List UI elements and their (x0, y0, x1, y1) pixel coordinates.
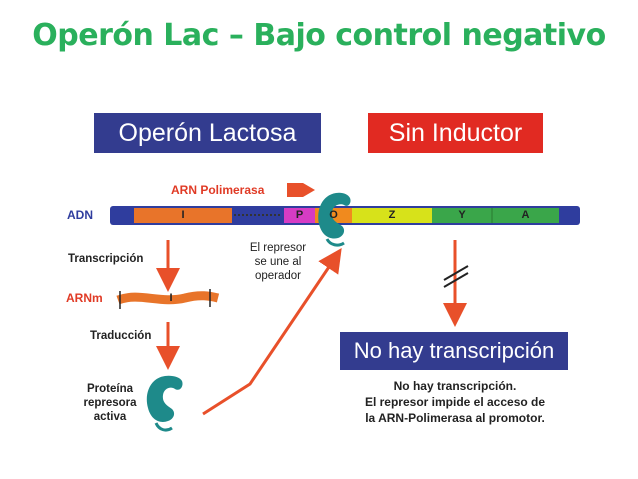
dna-strand (110, 206, 580, 225)
polymerase-label: ARN Polimerasa (171, 183, 265, 197)
gene-label-p: P (295, 209, 304, 221)
mrna-label: ARNm (66, 291, 103, 305)
no-transcription-box: No hay transcripción (340, 332, 568, 370)
gene-y-segment (432, 208, 492, 223)
repressor-bound-icon (318, 192, 351, 247)
dna-label: ADN (67, 208, 93, 222)
promoter-segment (284, 208, 315, 223)
gene-label-z: Z (388, 209, 396, 221)
mrna-strand (116, 289, 220, 309)
result-explanation: No hay transcripción. El represor impide… (364, 379, 546, 425)
operon-label-box: Operón Lactosa (94, 113, 321, 153)
gene-a-segment (492, 208, 559, 223)
block-mark (443, 265, 469, 281)
condition-label-box: Sin Inductor (368, 113, 543, 153)
gene-z-segment (352, 208, 432, 223)
protein-label: Proteína represora activa (83, 383, 137, 423)
repressor-note: El represor se une al operador (249, 242, 307, 282)
repressor-protein-icon (146, 375, 183, 432)
gene-label-i: I (181, 209, 185, 221)
transcription-label: Transcripción (68, 253, 144, 265)
mrna-gene-label: I (169, 292, 173, 304)
gene-label-y: Y (458, 209, 466, 221)
gene-i-segment (134, 208, 232, 223)
translation-label: Traducción (90, 330, 152, 342)
page-title: Operón Lac – Bajo control negativo (32, 18, 606, 53)
gene-label-a: A (521, 209, 530, 221)
repressor-binding-arrow (202, 248, 342, 416)
rna-polymerase-icon (287, 183, 315, 197)
gene-label-o: O (329, 209, 338, 221)
